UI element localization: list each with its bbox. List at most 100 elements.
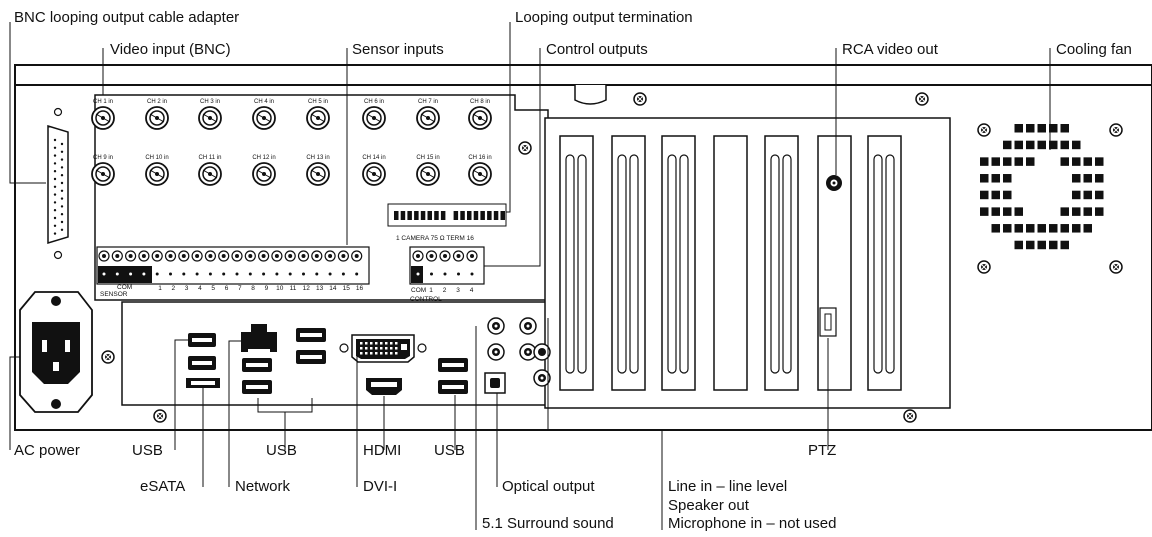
usb-port-audio-1[interactable] xyxy=(438,358,468,372)
expansion-slot-cover xyxy=(611,135,646,391)
fan-vent xyxy=(991,174,1000,183)
fan-vent xyxy=(991,207,1000,216)
bnc-connector[interactable] xyxy=(198,162,222,186)
audio-jack[interactable] xyxy=(533,343,551,361)
fan-vent xyxy=(1060,240,1069,250)
termination-dip-switch[interactable] xyxy=(387,203,507,227)
ptz-port[interactable] xyxy=(819,307,837,337)
dip-switch[interactable] xyxy=(427,211,433,220)
bnc-connector[interactable] xyxy=(416,106,440,130)
callout-mic-in: Microphone in – not used xyxy=(668,515,836,532)
dvi-pin xyxy=(380,352,383,355)
dip-switch[interactable] xyxy=(460,211,465,220)
fan-vent xyxy=(991,224,1000,233)
sensor-number: 14 xyxy=(329,285,337,292)
bnc-connector[interactable] xyxy=(91,106,115,130)
audio-jack[interactable] xyxy=(487,317,505,335)
fan-vent xyxy=(1083,224,1092,233)
usb-port-center-2[interactable] xyxy=(242,380,272,394)
control-terminal-block[interactable] xyxy=(409,246,485,285)
dip-switch[interactable] xyxy=(473,211,479,220)
rca-video-out-port[interactable] xyxy=(826,175,842,191)
bnc-connector[interactable] xyxy=(306,162,330,186)
usb-port-right-2[interactable] xyxy=(296,350,326,364)
db25-pin xyxy=(53,138,57,142)
callout-esata: eSATA xyxy=(140,478,185,495)
dip-switch[interactable] xyxy=(487,211,492,220)
sensor-terminal-block[interactable] xyxy=(96,246,370,285)
dip-switch[interactable] xyxy=(453,211,459,220)
fan-vent xyxy=(1037,240,1046,250)
callout-lines xyxy=(9,22,1051,530)
bnc-connector[interactable] xyxy=(362,106,386,130)
fan-vent xyxy=(1095,174,1104,183)
bnc-connector[interactable] xyxy=(145,106,169,130)
dip-switch[interactable] xyxy=(493,211,499,220)
db25-pin xyxy=(53,154,57,157)
usb-port-left-1[interactable] xyxy=(188,333,216,347)
fan-vent xyxy=(1072,140,1081,150)
callout-usb-2: USB xyxy=(266,442,297,459)
fan-vent xyxy=(991,157,1000,166)
fan-vent xyxy=(1026,140,1035,150)
bnc-connector[interactable] xyxy=(306,106,330,130)
dip-switch[interactable] xyxy=(414,211,419,220)
bnc-connector[interactable] xyxy=(252,162,276,186)
bnc-connector[interactable] xyxy=(91,162,115,186)
usb-port-center-1[interactable] xyxy=(242,358,272,372)
usb-port-left-2[interactable] xyxy=(188,356,216,370)
bnc-connector[interactable] xyxy=(416,162,440,186)
audio-jack[interactable] xyxy=(519,317,537,335)
hdmi-port[interactable] xyxy=(366,378,402,395)
dvi-pin xyxy=(375,342,378,345)
sensor-number: 12 xyxy=(303,285,311,292)
fan-vent xyxy=(1014,124,1023,133)
sensor-number: 9 xyxy=(265,285,269,292)
fan-vent xyxy=(1095,207,1104,216)
db25-pin xyxy=(60,228,64,231)
bnc-connector[interactable] xyxy=(468,162,492,186)
network-port[interactable] xyxy=(241,324,277,352)
esata-port[interactable] xyxy=(186,378,220,388)
optical-output-port[interactable] xyxy=(484,372,506,394)
audio-jack[interactable] xyxy=(519,343,537,361)
dip-switch[interactable] xyxy=(500,211,506,220)
bnc-connector[interactable] xyxy=(145,162,169,186)
dip-switch[interactable] xyxy=(420,211,426,220)
ac-power-inlet[interactable] xyxy=(19,291,93,413)
bnc-connector[interactable] xyxy=(198,106,222,130)
usb-port-audio-2[interactable] xyxy=(438,380,468,394)
dip-switch[interactable] xyxy=(394,211,399,220)
usb-port-right-1[interactable] xyxy=(296,328,326,342)
expansion-slot-cover xyxy=(661,135,696,391)
db25-connector xyxy=(47,124,69,245)
control-com-label: COM xyxy=(411,287,426,294)
dip-switch[interactable] xyxy=(480,211,485,220)
dip-switch[interactable] xyxy=(440,211,446,220)
sensor-number: 11 xyxy=(290,285,297,292)
sensor-label: SENSOR xyxy=(100,291,128,298)
cooling-fan-grill xyxy=(980,124,1104,250)
dip-switch[interactable] xyxy=(467,211,472,220)
fan-vent xyxy=(980,207,989,216)
dvi-pin xyxy=(375,352,378,355)
dvi-port[interactable] xyxy=(339,334,427,363)
bnc-connector[interactable] xyxy=(468,106,492,130)
fan-vent xyxy=(980,190,989,200)
bnc-connector[interactable] xyxy=(362,162,386,186)
dip-switch[interactable] xyxy=(400,211,406,220)
fan-vent xyxy=(1026,157,1035,166)
screw xyxy=(977,260,991,274)
audio-jack[interactable] xyxy=(533,369,551,387)
audio-jack[interactable] xyxy=(487,343,505,361)
dvi-pin xyxy=(375,347,378,350)
bnc-connector[interactable] xyxy=(252,106,276,130)
sensor-number: 3 xyxy=(185,285,189,292)
dvi-pin xyxy=(395,352,398,355)
sensor-number: 10 xyxy=(276,285,284,292)
audio-jacks[interactable] xyxy=(487,317,551,387)
fan-vent xyxy=(1060,140,1069,150)
dip-switch[interactable] xyxy=(407,211,412,220)
dip-switch[interactable] xyxy=(434,211,439,220)
